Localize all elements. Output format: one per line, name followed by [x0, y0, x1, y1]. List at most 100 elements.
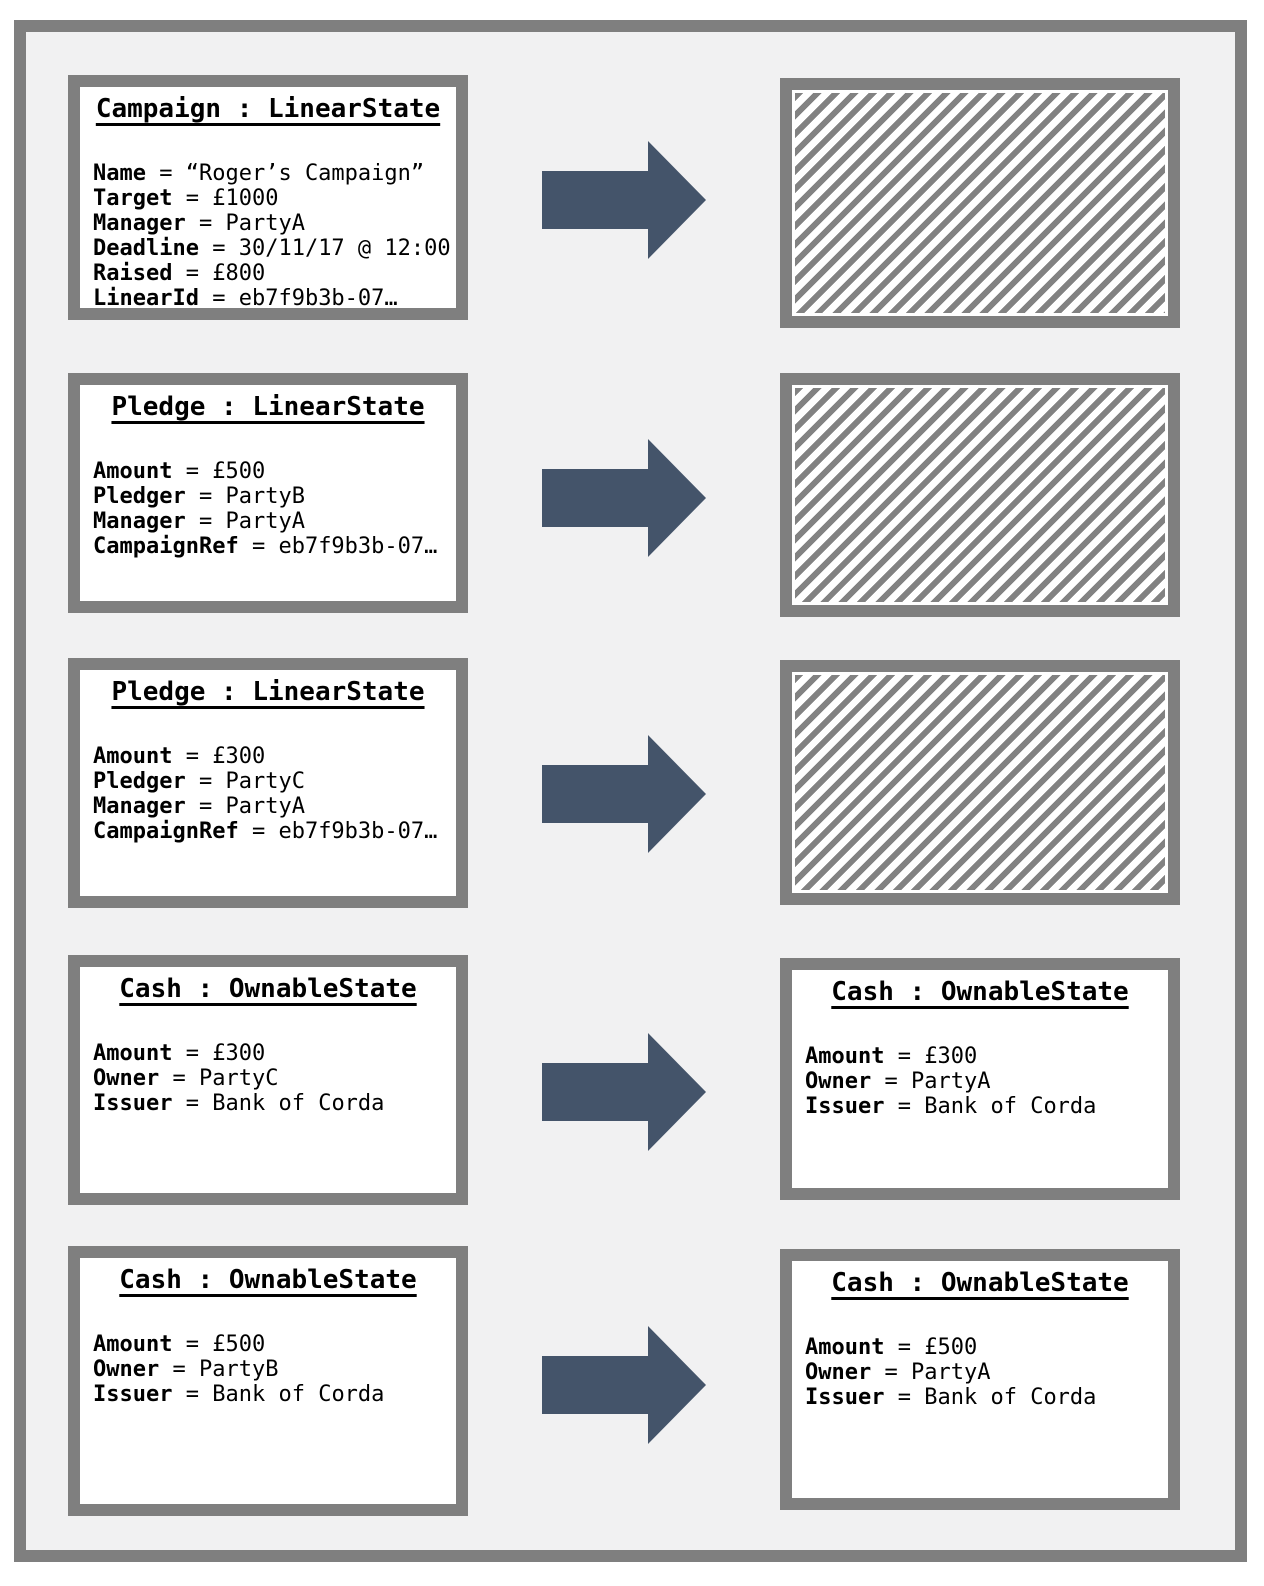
state-field: Owner = PartyA: [805, 1360, 1168, 1385]
field-value: eb7f9b3b-07…: [278, 819, 438, 844]
field-value: £800: [212, 261, 266, 286]
field-separator: =: [884, 1385, 925, 1410]
pledge-state-box: Pledge : LinearState Amount = £300 Pledg…: [68, 658, 468, 908]
state-field: Pledger = PartyB: [93, 484, 456, 509]
field-separator: =: [172, 261, 213, 286]
field-label: LinearId: [93, 286, 199, 311]
arrow-right-icon: [542, 141, 706, 259]
field-separator: =: [884, 1335, 925, 1360]
state-field: Amount = £500: [93, 1332, 456, 1357]
hatch-pattern: [795, 93, 1165, 313]
state-field: Issuer = Bank of Corda: [805, 1385, 1168, 1410]
cash-output-state-box: Cash : OwnableState Amount = £300 Owner …: [780, 958, 1180, 1200]
field-separator: =: [172, 1382, 213, 1407]
hatch-pattern: [795, 388, 1165, 602]
field-value: 30/11/17 @ 12:00: [238, 236, 451, 261]
field-label: Amount: [805, 1335, 885, 1360]
field-value: £500: [212, 1332, 266, 1357]
state-title: Cash : OwnableState: [119, 1265, 417, 1295]
field-value: PartyC: [225, 769, 305, 794]
field-label: Issuer: [805, 1385, 885, 1410]
arrow-right-icon: [542, 439, 706, 557]
state-title: Pledge : LinearState: [111, 392, 425, 422]
hatch-pattern: [795, 675, 1165, 890]
state-fields: Amount = £500 Owner = PartyA Issuer = Ba…: [792, 1335, 1168, 1410]
field-separator: =: [884, 1094, 925, 1119]
state-field: CampaignRef = eb7f9b3b-07…: [93, 534, 456, 559]
field-separator: =: [238, 534, 279, 559]
field-value: eb7f9b3b-07…: [278, 534, 438, 559]
field-label: Manager: [93, 794, 186, 819]
state-field: Manager = PartyA: [93, 794, 456, 819]
field-separator: =: [159, 1066, 199, 1091]
field-value: PartyA: [910, 1069, 991, 1094]
arrow-right-icon: [542, 1033, 706, 1151]
field-value: £300: [212, 1041, 266, 1066]
cash-input-state-box: Cash : OwnableState Amount = £300 Owner …: [68, 955, 468, 1205]
field-separator: =: [172, 1332, 213, 1357]
field-label: Pledger: [93, 769, 186, 794]
campaign-state-box: Campaign : LinearState Name = “Roger’s C…: [68, 75, 468, 320]
arrow-shape: [542, 1033, 706, 1151]
state-field: Issuer = Bank of Corda: [805, 1094, 1168, 1119]
field-label: Owner: [93, 1357, 160, 1382]
field-label: Amount: [93, 459, 173, 484]
arrow-shape: [542, 735, 706, 853]
pledge-state-box: Pledge : LinearState Amount = £500 Pledg…: [68, 373, 468, 613]
field-value: PartyB: [198, 1357, 279, 1382]
cash-input-state-box: Cash : OwnableState Amount = £500 Owner …: [68, 1246, 468, 1516]
state-field: Owner = PartyB: [93, 1357, 456, 1382]
field-separator: =: [185, 794, 226, 819]
consumed-state-placeholder: [780, 373, 1180, 617]
field-value: £300: [212, 744, 266, 769]
field-separator: =: [172, 1041, 213, 1066]
state-fields: Name = “Roger’s Campaign” Target = £1000…: [80, 161, 456, 311]
state-fields: Amount = £300 Owner = PartyA Issuer = Ba…: [792, 1044, 1168, 1119]
field-label: CampaignRef: [93, 534, 239, 559]
field-value: “Roger’s Campaign”: [185, 161, 425, 186]
state-field: Owner = PartyC: [93, 1066, 456, 1091]
state-fields: Amount = £500 Owner = PartyB Issuer = Ba…: [80, 1332, 456, 1407]
state-field: Amount = £300: [93, 744, 456, 769]
field-label: Amount: [93, 744, 173, 769]
field-separator: =: [198, 236, 239, 261]
field-label: Pledger: [93, 484, 186, 509]
state-title: Cash : OwnableState: [831, 977, 1129, 1007]
state-field: Raised = £800: [93, 261, 456, 286]
state-field: Manager = PartyA: [93, 509, 456, 534]
state-title: Pledge : LinearState: [111, 677, 425, 707]
state-field: Owner = PartyA: [805, 1069, 1168, 1094]
field-value: £500: [924, 1335, 978, 1360]
field-label: Target: [93, 186, 173, 211]
state-field: Deadline = 30/11/17 @ 12:00: [93, 236, 456, 261]
field-value: PartyB: [225, 484, 305, 509]
field-label: CampaignRef: [93, 819, 239, 844]
field-value: £300: [924, 1044, 978, 1069]
field-separator: =: [172, 459, 213, 484]
field-label: Issuer: [805, 1094, 885, 1119]
field-label: Amount: [805, 1044, 885, 1069]
field-separator: =: [185, 211, 226, 236]
field-value: PartyA: [225, 211, 305, 236]
field-label: Owner: [805, 1069, 872, 1094]
field-value: £1000: [212, 186, 279, 211]
field-value: Bank of Corda: [212, 1091, 385, 1116]
state-field: CampaignRef = eb7f9b3b-07…: [93, 819, 456, 844]
field-value: Bank of Corda: [924, 1385, 1097, 1410]
consumed-state-placeholder: [780, 660, 1180, 905]
field-separator: =: [145, 161, 186, 186]
arrow-shape: [542, 439, 706, 557]
field-separator: =: [172, 1091, 213, 1116]
state-fields: Amount = £500 Pledger = PartyB Manager =…: [80, 459, 456, 559]
field-value: PartyA: [910, 1360, 991, 1385]
arrow-right-icon: [542, 1326, 706, 1444]
field-separator: =: [159, 1357, 199, 1382]
field-label: Owner: [805, 1360, 872, 1385]
field-separator: =: [198, 286, 239, 311]
field-separator: =: [172, 186, 213, 211]
consumed-state-placeholder: [780, 78, 1180, 328]
cash-output-state-box: Cash : OwnableState Amount = £500 Owner …: [780, 1249, 1180, 1510]
field-separator: =: [871, 1069, 911, 1094]
arrow-shape: [542, 141, 706, 259]
